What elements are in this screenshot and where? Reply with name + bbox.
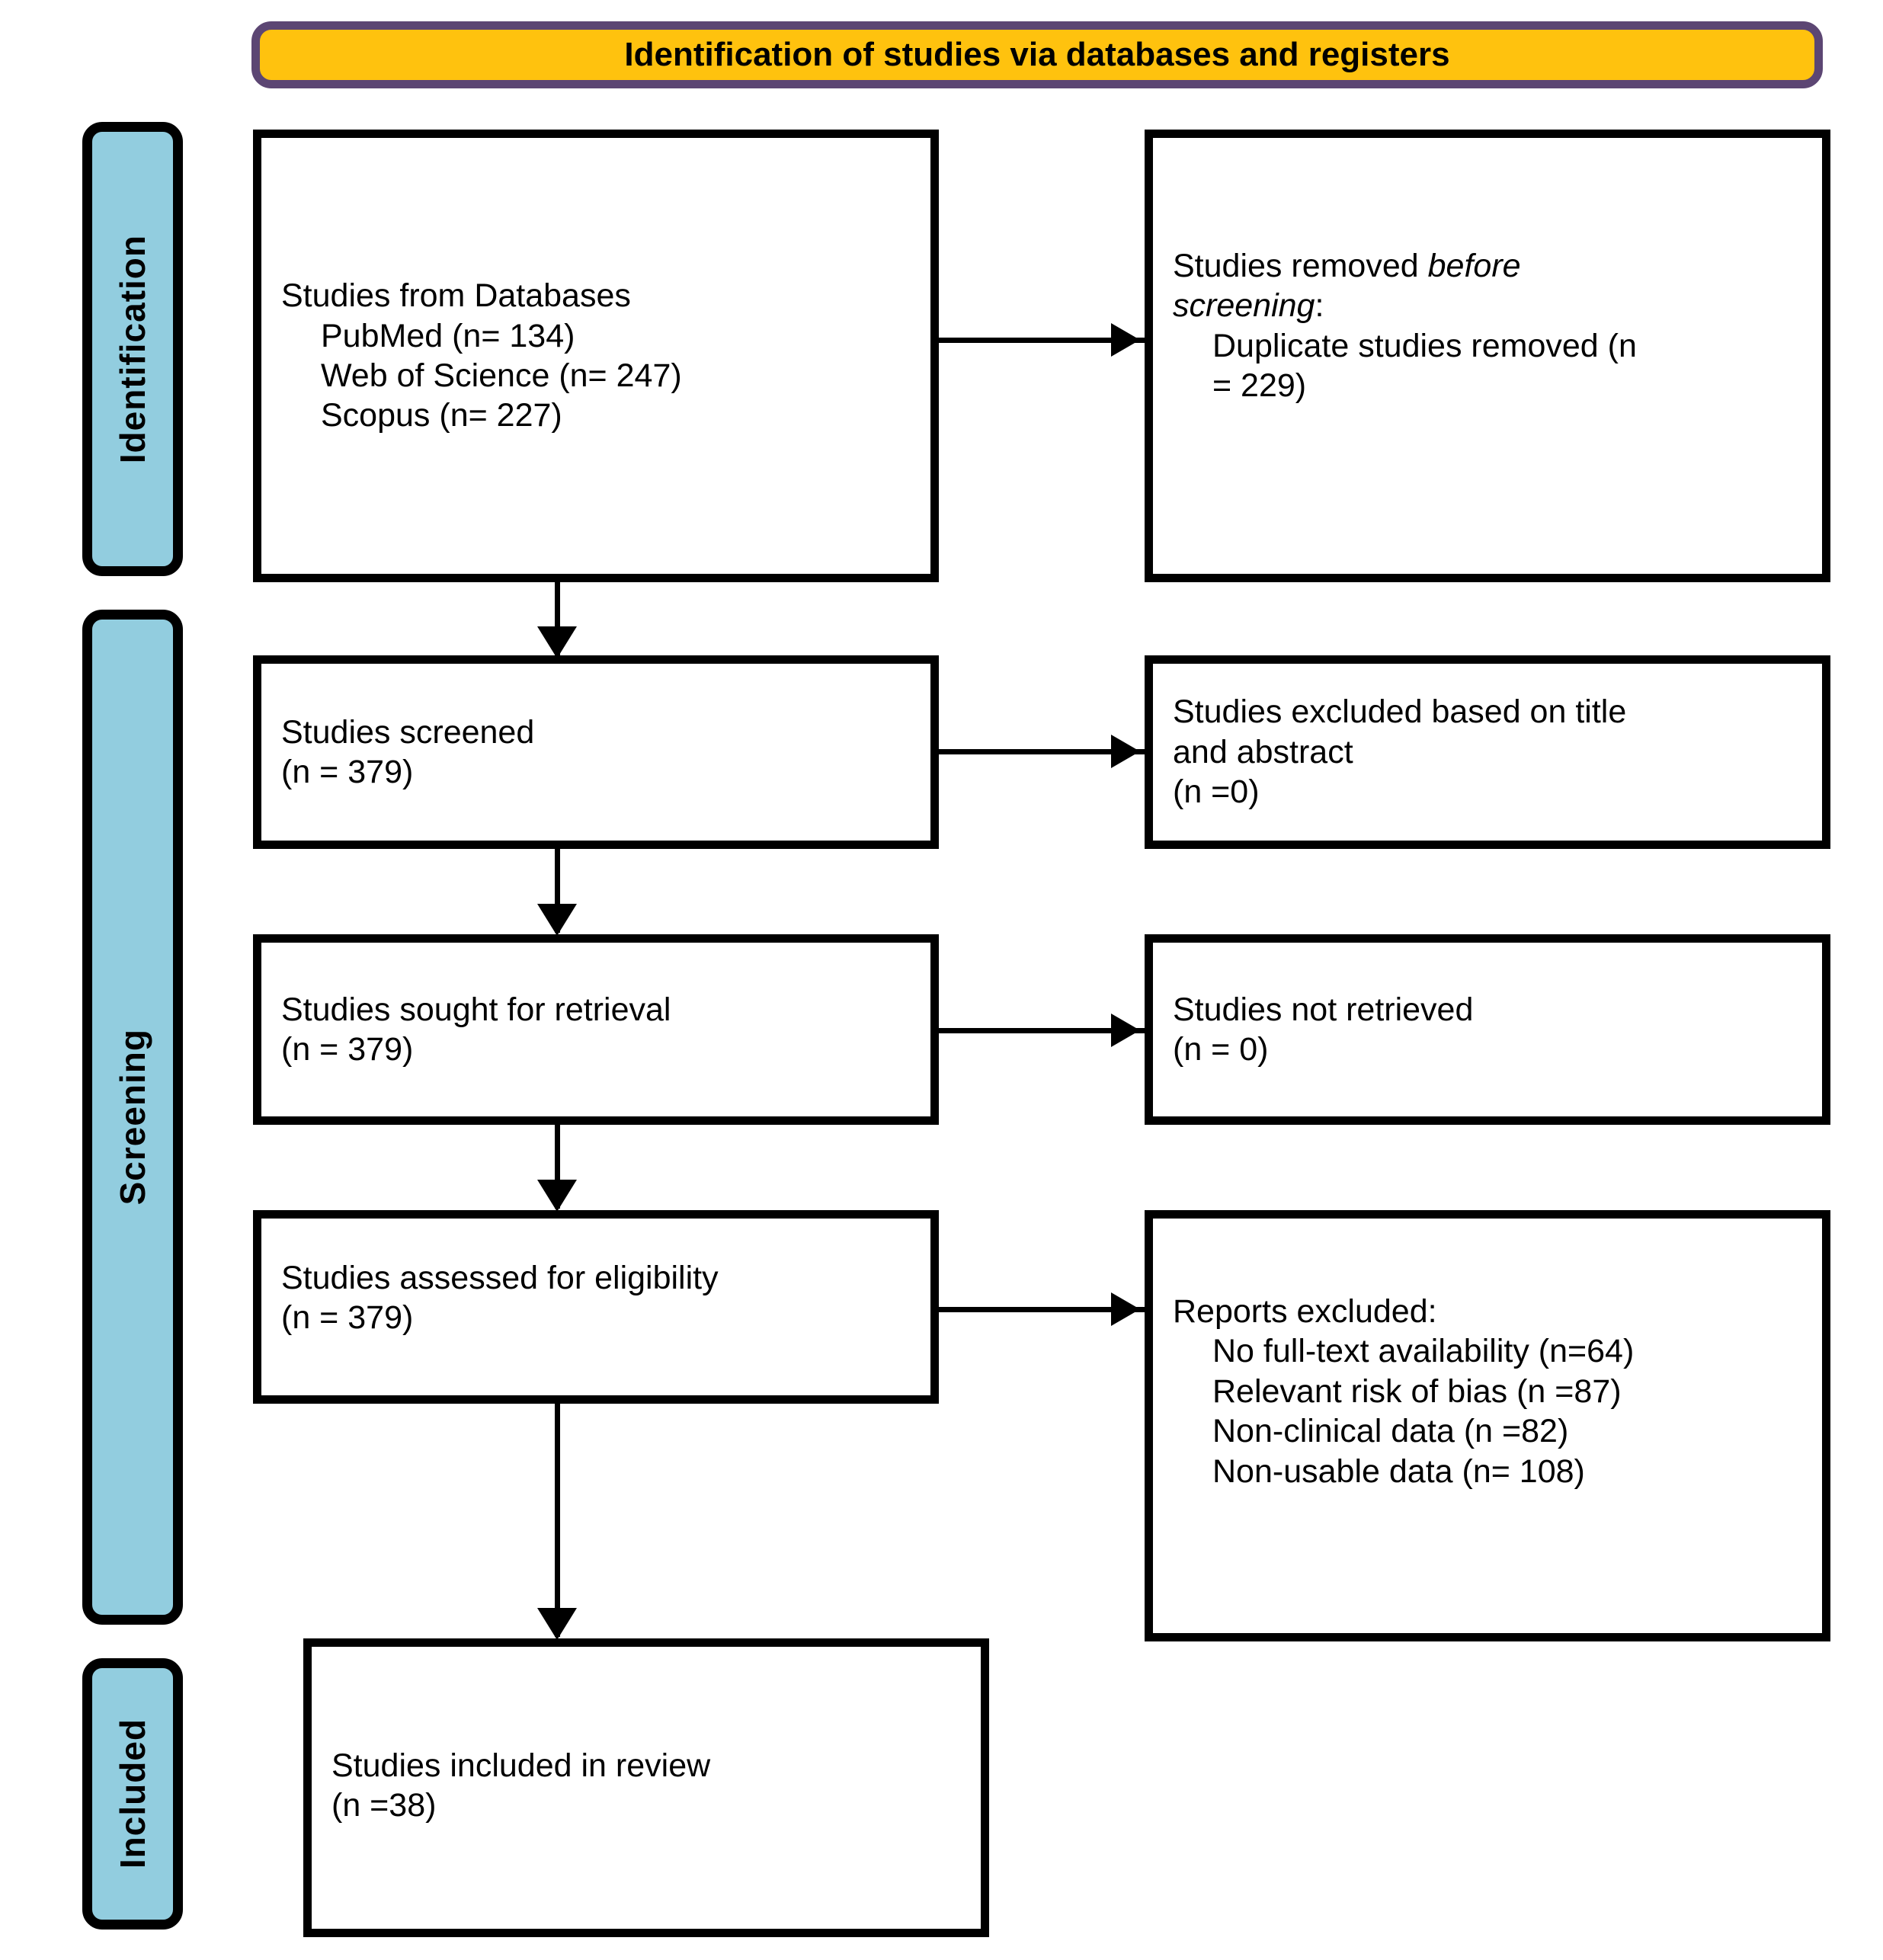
screened-line-1: (n = 379) bbox=[281, 754, 414, 790]
databases-line-1: PubMed (n= 134) bbox=[321, 317, 575, 354]
not-retrieved-line-0: Studies not retrieved bbox=[1173, 991, 1474, 1028]
reports-excluded-heading: Reports excluded: bbox=[1173, 1293, 1437, 1330]
excluded-ta-line-1: and abstract bbox=[1173, 733, 1353, 770]
arrowhead-sought-to-not-retrieved bbox=[1111, 1014, 1140, 1047]
reports-excluded-item-0: No full-text availability (n=64) bbox=[1212, 1333, 1635, 1370]
box-included-in-review-text: Studies included in review (n =38) bbox=[312, 1647, 981, 1826]
box-studies-screened: Studies screened (n = 379) bbox=[253, 655, 939, 849]
reports-excluded-item-1: Relevant risk of bias (n =87) bbox=[1212, 1372, 1622, 1410]
connector-screened-to-excluded bbox=[939, 749, 1167, 754]
stage-label-identification: Identification bbox=[113, 234, 152, 464]
box-sought-for-retrieval: Studies sought for retrieval (n = 379) bbox=[253, 934, 939, 1125]
arrowhead-databases-to-removed bbox=[1111, 323, 1140, 357]
connector-databases-to-screened bbox=[555, 582, 560, 655]
screened-line-0: Studies screened bbox=[281, 713, 535, 751]
stage-screening: Screening bbox=[82, 610, 183, 1625]
box-excluded-title-abstract: Studies excluded based on title and abst… bbox=[1145, 655, 1830, 849]
reports-excluded-item-3: Non-usable data (n= 108) bbox=[1212, 1452, 1585, 1490]
stage-label-screening: Screening bbox=[113, 1029, 152, 1206]
connector-screened-to-sought bbox=[555, 849, 560, 933]
removed-line-1-italic: screening bbox=[1173, 287, 1315, 325]
stage-label-included: Included bbox=[113, 1718, 152, 1869]
included-line-0: Studies included in review bbox=[331, 1747, 711, 1784]
stage-identification: Identification bbox=[82, 122, 183, 576]
removed-line-1: screening: bbox=[1173, 286, 1802, 325]
box-reports-excluded: Reports excluded: No full-text availabil… bbox=[1145, 1210, 1830, 1641]
box-not-retrieved-text: Studies not retrieved (n = 0) bbox=[1153, 990, 1822, 1070]
arrowhead-screened-to-sought bbox=[537, 904, 577, 936]
diagram-title: Identification of studies via databases … bbox=[624, 35, 1450, 73]
box-studies-from-databases-text: Studies from Databases PubMed (n= 134) W… bbox=[261, 276, 930, 436]
databases-line-3: Scopus (n= 227) bbox=[321, 397, 562, 434]
removed-line-1-plain: : bbox=[1315, 287, 1324, 325]
not-retrieved-line-1: (n = 0) bbox=[1173, 1031, 1269, 1068]
box-not-retrieved: Studies not retrieved (n = 0) bbox=[1145, 934, 1830, 1125]
excluded-ta-line-0: Studies excluded based on title bbox=[1173, 693, 1627, 731]
removed-line-2: Duplicate studies removed (n bbox=[1212, 327, 1637, 364]
box-studies-from-databases: Studies from Databases PubMed (n= 134) W… bbox=[253, 130, 939, 582]
box-sought-for-retrieval-text: Studies sought for retrieval (n = 379) bbox=[261, 990, 930, 1070]
connector-sought-to-not-retrieved bbox=[939, 1028, 1167, 1033]
box-excluded-title-abstract-text: Studies excluded based on title and abst… bbox=[1153, 692, 1822, 812]
databases-line-0: Studies from Databases bbox=[281, 277, 631, 315]
stage-included: Included bbox=[82, 1658, 183, 1930]
box-removed-before-screening-text: Studies removed before screening: Duplic… bbox=[1153, 138, 1822, 406]
excluded-ta-line-2: (n =0) bbox=[1173, 773, 1260, 811]
arrowhead-assessed-to-included bbox=[537, 1608, 577, 1640]
removed-line-0-plain: Studies removed bbox=[1173, 248, 1428, 284]
removed-line-0-italic: before bbox=[1427, 248, 1521, 284]
included-line-1: (n =38) bbox=[331, 1787, 437, 1824]
arrowhead-assessed-to-reports-excluded bbox=[1111, 1292, 1140, 1326]
databases-line-2: Web of Science (n= 247) bbox=[321, 357, 682, 394]
arrowhead-screened-to-excluded bbox=[1111, 735, 1140, 768]
box-removed-before-screening: Studies removed before screening: Duplic… bbox=[1145, 130, 1830, 582]
diagram-header-banner: Identification of studies via databases … bbox=[251, 21, 1823, 88]
box-included-in-review: Studies included in review (n =38) bbox=[303, 1638, 989, 1937]
box-studies-screened-text: Studies screened (n = 379) bbox=[261, 713, 930, 793]
connector-assessed-to-reports-excluded bbox=[939, 1307, 1167, 1312]
sought-line-0: Studies sought for retrieval bbox=[281, 991, 671, 1028]
arrowhead-databases-to-screened bbox=[537, 626, 577, 658]
connector-assessed-to-included bbox=[555, 1404, 560, 1637]
box-assessed-for-eligibility: Studies assessed for eligibility (n = 37… bbox=[253, 1210, 939, 1404]
arrowhead-sought-to-assessed bbox=[537, 1180, 577, 1212]
box-assessed-for-eligibility-text: Studies assessed for eligibility (n = 37… bbox=[261, 1219, 930, 1338]
assessed-line-0: Studies assessed for eligibility bbox=[281, 1260, 719, 1296]
box-reports-excluded-text: Reports excluded: No full-text availabil… bbox=[1153, 1219, 1822, 1491]
removed-line-3: = 229) bbox=[1212, 367, 1307, 405]
connector-sought-to-assessed bbox=[555, 1125, 560, 1209]
removed-line-0: Studies removed before bbox=[1173, 246, 1802, 286]
reports-excluded-item-2: Non-clinical data (n =82) bbox=[1212, 1413, 1569, 1450]
connector-databases-to-removed bbox=[939, 338, 1167, 343]
assessed-line-1: (n = 379) bbox=[281, 1299, 414, 1337]
sought-line-1: (n = 379) bbox=[281, 1031, 414, 1068]
